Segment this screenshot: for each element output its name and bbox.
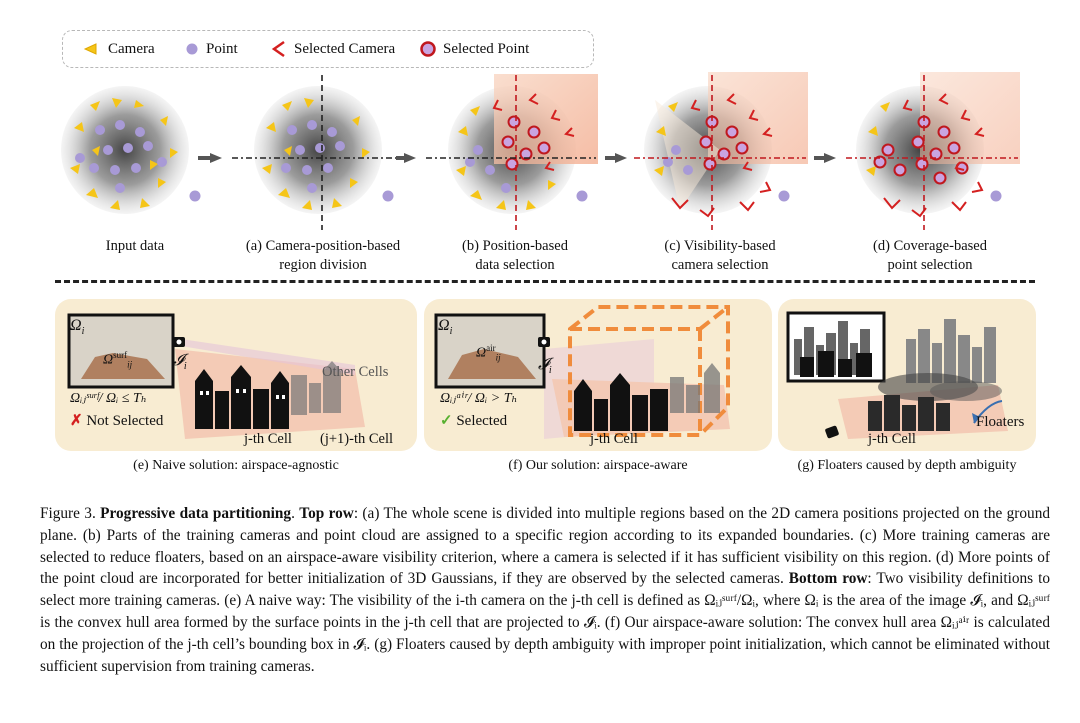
data-selection-diagram <box>426 74 598 230</box>
panel-e-status: ✗ Not Selected <box>70 413 164 429</box>
caption-g: (g) Floaters caused by depth ambiguity <box>797 458 1017 473</box>
panel-f-status: ✓ Selected <box>440 413 508 429</box>
panel-e-figure <box>67 313 365 439</box>
input-data-diagram <box>61 86 201 214</box>
figure-caption: Figure 3. Progressive data partitioning.… <box>40 505 1051 675</box>
selected-camera-legend-icon <box>271 40 285 58</box>
panel-f-criterion: Ωᵢⱼᵃⁱʳ/ Ωᵢ > Tₕ <box>440 391 518 406</box>
top-row-text: : (a) The whole scene is divided into mu… <box>40 505 1050 588</box>
figure-label: Figure 3. <box>40 505 96 522</box>
panel-f-omega-air: Ωairij <box>476 343 501 363</box>
panel-e-cell-j1: (j+1)-th Cell <box>320 431 394 447</box>
camera-legend-icon <box>83 43 97 55</box>
point-legend-icon <box>186 43 198 55</box>
caption-e: (e) Naive solution: airspace-agnostic <box>133 458 339 473</box>
arrow-1-icon <box>210 153 222 163</box>
panel-g-floaters: Floaters <box>976 414 1025 430</box>
panel-f-omega: Ωi <box>438 317 453 338</box>
selected-point-legend-icon <box>420 41 436 57</box>
caption-input-data: Input data <box>105 238 165 254</box>
panel-e-omega-surf: Ωsurfij <box>103 350 133 370</box>
panel-e-omega: Ωi <box>70 317 85 338</box>
top-row-label: Top row <box>299 505 354 522</box>
panel-e-cell-j: j-th Cell <box>244 431 292 447</box>
bottom-row-text: : Two visibility definitions to select m… <box>40 570 1051 675</box>
arrow-3-icon <box>615 153 627 163</box>
panel-g-figure <box>786 311 1008 439</box>
legend-camera-label: Camera <box>108 41 155 57</box>
point-selection-diagram <box>846 72 1020 230</box>
panel-f-camera-label: 𝓘i <box>538 356 552 377</box>
row-divider <box>55 280 1035 283</box>
panel-f-figure <box>434 305 730 439</box>
caption-f: (f) Our solution: airspace-aware <box>508 458 688 473</box>
legend-point-label: Point <box>206 41 238 57</box>
figure-title: Progressive data partitioning <box>100 505 292 522</box>
legend-selected-camera-label: Selected Camera <box>294 41 396 57</box>
panel-e-camera-label: 𝓘i <box>173 352 187 373</box>
legend-box <box>62 30 594 68</box>
region-division-diagram <box>232 75 398 230</box>
legend-selected-point-label: Selected Point <box>443 41 530 57</box>
bottom-row-label: Bottom row <box>788 570 868 588</box>
panel-f-cell-j: j-th Cell <box>590 431 638 447</box>
camera-icon <box>825 425 839 439</box>
arrow-4-icon <box>824 153 836 163</box>
arrow-2-icon <box>404 153 416 163</box>
camera-selection-diagram <box>634 72 808 230</box>
panel-e-criterion: Ωᵢⱼˢᵘʳᶠ/ Ωᵢ ≤ Tₕ <box>70 391 147 406</box>
panel-g-cell-j: j-th Cell <box>868 431 916 447</box>
top-row-diagrams <box>61 72 1020 230</box>
panel-e-other-cells: Other Cells <box>322 364 389 380</box>
